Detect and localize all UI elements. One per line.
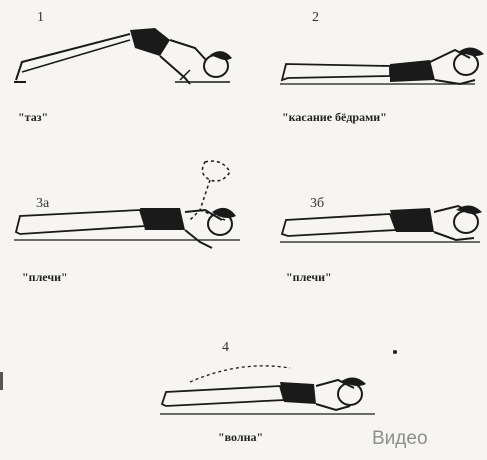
figure-2-caption: "касание бёдрами" [282,110,387,125]
video-link[interactable]: Видео [372,428,428,450]
figure-3a-drawing [0,150,250,290]
figure-1-panel: 1 "таз" [0,0,250,130]
figure-3a-panel: 3а "плечи" [0,150,250,290]
figure-4-drawing [150,330,390,450]
figure-4-panel: 4 "волна" [150,330,390,450]
figure-3b-panel: 3б "плечи" [270,150,487,290]
figure-2-panel: 2 "касание бёдрами" [270,0,487,130]
figure-3b-caption: "плечи" [286,270,332,285]
figure-1-caption: "таз" [18,110,48,125]
figure-4-caption: "волна" [218,430,263,445]
stray-dot [393,350,397,354]
figure-3b-drawing [270,150,487,290]
figure-3a-caption: "плечи" [22,270,68,285]
edge-mark [0,372,3,390]
